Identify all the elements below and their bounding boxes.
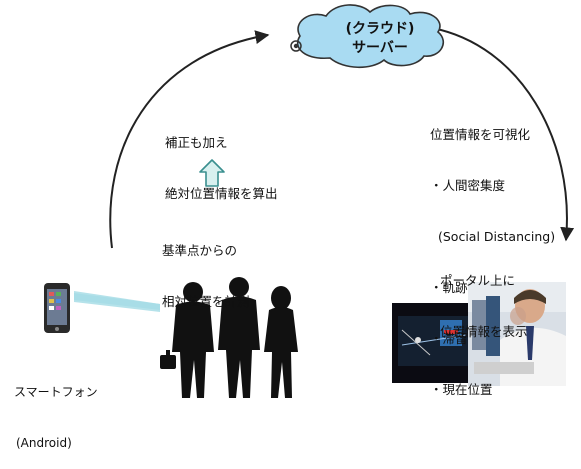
visualize-arc-arrow <box>431 27 575 242</box>
visualization-item: ・滞留 <box>430 331 468 346</box>
correction-line2: 絶対位置情報を算出 <box>165 186 278 201</box>
cloud-label-line2: サーバー <box>352 40 408 56</box>
measure-text: 基準点からの 相対位置を計測 <box>162 208 250 327</box>
cloud-server-icon <box>290 4 444 69</box>
visualization-item: ・軌跡 <box>430 280 468 295</box>
cloud-label-line1: (クラウド) <box>345 21 415 37</box>
portal-text: ポータル上に 位置情報を表示 <box>440 238 528 357</box>
smartphone-label-line1: スマートフォン <box>14 385 98 399</box>
smartphone-icon <box>44 283 70 333</box>
visualization-heading: 位置情報を可視化 <box>430 127 531 142</box>
correction-text: 補正も加え 絶対位置情報を算出 <box>165 100 278 219</box>
visualization-item: (Social Distancing) <box>438 229 556 244</box>
visualization-item: ・人間密集度 <box>430 178 506 193</box>
portal-line2: 位置情報を表示 <box>440 324 528 339</box>
smartphone-label-line2: (Android) <box>16 436 72 450</box>
cloud-server-label: (クラウド) サーバー <box>330 20 430 58</box>
visualization-item: ・現在位置 <box>430 382 493 397</box>
correction-line1: 補正も加え <box>165 135 228 150</box>
measure-line2: 相対位置を計測 <box>162 294 250 309</box>
smartphone-label: スマートフォン (Android) <box>14 350 98 469</box>
visualization-text: 位置情報を可視化 ・人間密集度 (Social Distancing) ・軌跡 … <box>430 92 555 415</box>
diagram-canvas <box>44 4 575 398</box>
portal-photo <box>392 282 566 386</box>
people-silhouette <box>160 277 298 398</box>
measure-line1: 基準点からの <box>162 243 238 258</box>
upload-arc-arrow <box>109 30 270 249</box>
up-arrow-icon <box>199 159 225 187</box>
portal-line1: ポータル上に <box>440 273 516 288</box>
